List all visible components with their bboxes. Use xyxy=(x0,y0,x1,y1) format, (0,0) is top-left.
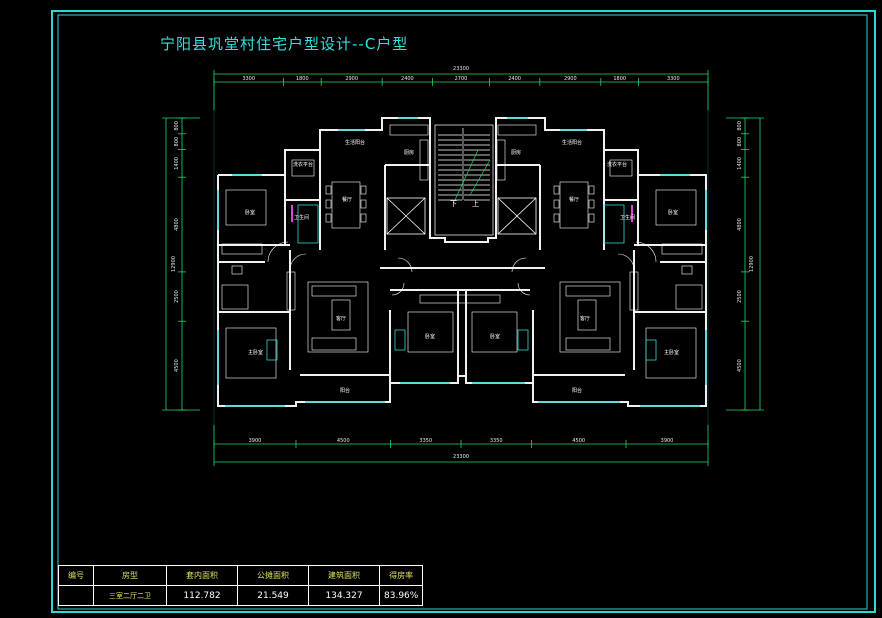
area-table-value-row: 三室二厅二卫 112.782 21.549 134.327 83.96% xyxy=(58,585,424,606)
dim-left-label-2: 1400 xyxy=(174,157,180,170)
dim-right-label-4: 2500 xyxy=(737,290,743,303)
dim-top-label-3: 2400 xyxy=(401,76,414,82)
elevator-shafts xyxy=(386,197,537,235)
windows xyxy=(217,117,707,407)
dim-top-label-6: 2900 xyxy=(564,76,577,82)
dim-right-total: 12900 xyxy=(749,256,755,272)
dim-top-label-1: 1800 xyxy=(296,76,309,82)
room-dining-right: 餐厅 xyxy=(569,196,579,203)
dim-top-label-0: 3300 xyxy=(242,76,255,82)
room-terrace-left: 阳台 xyxy=(340,387,350,394)
drawing-title: 宁阳县巩堂村住宅户型设计--C户型 xyxy=(160,35,409,53)
bath-partitions xyxy=(291,205,633,222)
cell-type: 三室二厅二卫 xyxy=(93,585,167,606)
dim-left-label-1: 800 xyxy=(174,137,180,147)
dim-left-label-5: 4500 xyxy=(174,359,180,372)
dim-bottom-label-1: 4500 xyxy=(337,438,350,444)
room-kitchen-left: 厨房 xyxy=(404,149,414,156)
room-kitchen-right: 厨房 xyxy=(511,149,521,156)
dim-right-label-0: 800 xyxy=(737,121,743,131)
cell-building-area: 134.327 xyxy=(308,585,380,606)
dim-right-label-3: 4800 xyxy=(737,218,743,231)
dim-left-total: 12900 xyxy=(171,256,177,272)
col-header-type: 房型 xyxy=(93,565,167,586)
room-dining-left: 餐厅 xyxy=(342,196,352,203)
dim-top-total: 23300 xyxy=(453,66,469,72)
dim-bottom-label-0: 3900 xyxy=(249,438,262,444)
dim-bottom-label-5: 3900 xyxy=(661,438,674,444)
dim-bottom-label-4: 4500 xyxy=(572,438,585,444)
area-table-header-row: 编号 房型 套内面积 公摊面积 建筑面积 得房率 xyxy=(58,565,424,586)
room-bedroom-right: 卧室 xyxy=(668,209,678,216)
dim-right-label-5: 4500 xyxy=(737,359,743,372)
fixture-accents xyxy=(266,204,657,361)
drawing-border-inner xyxy=(57,14,868,610)
dim-left-label-3: 4800 xyxy=(174,218,180,231)
room-balcony-left: 生活阳台 xyxy=(345,139,365,146)
dim-bottom-label-3: 3350 xyxy=(490,438,503,444)
dim-bottom-total: 23300 xyxy=(453,454,469,460)
axis-lines xyxy=(213,90,709,430)
room-study-right: 卧室 xyxy=(490,333,500,340)
building-walls xyxy=(217,117,707,407)
dim-bottom-label-2: 3350 xyxy=(419,438,432,444)
cell-ratio: 83.96% xyxy=(378,585,424,606)
door-swings xyxy=(267,241,657,296)
room-living-right: 客厅 xyxy=(580,315,590,322)
cell-shared-area: 21.549 xyxy=(237,585,309,606)
stairwell xyxy=(434,124,494,236)
col-header-inner-area: 套内面积 xyxy=(166,565,238,586)
right-dimensions xyxy=(726,117,764,411)
dim-left-label-0: 800 xyxy=(174,121,180,131)
cell-inner-area: 112.782 xyxy=(166,585,238,606)
room-terrace-right: 阳台 xyxy=(572,387,582,394)
area-table: 编号 房型 套内面积 公摊面积 建筑面积 得房率 三室二厅二卫 112.782 … xyxy=(58,565,424,606)
room-labels: 生活阳台 生活阳台 厨房 厨房 洗衣平台 洗衣平台 餐厅 餐厅 卫生间 卫生间 … xyxy=(245,139,679,394)
room-bath-right: 卫生间 xyxy=(620,214,635,221)
col-header-ratio: 得房率 xyxy=(378,565,424,586)
dim-top-label-5: 2400 xyxy=(508,76,521,82)
dim-top-label-2: 2900 xyxy=(345,76,358,82)
dim-right-label-2: 1400 xyxy=(737,157,743,170)
stair-down-label: 下 xyxy=(450,200,457,208)
col-header-building-area: 建筑面积 xyxy=(308,565,380,586)
col-header-shared-area: 公摊面积 xyxy=(237,565,309,586)
left-dimensions xyxy=(162,117,200,411)
dim-top-label-8: 3300 xyxy=(667,76,680,82)
cell-id xyxy=(58,585,94,606)
room-laundry-right: 洗衣平台 xyxy=(607,161,627,168)
room-bedroom-left: 卧室 xyxy=(245,209,255,216)
room-study-left: 卧室 xyxy=(425,333,435,340)
dim-top-label-7: 1800 xyxy=(613,76,626,82)
top-dimensions xyxy=(213,70,709,110)
room-living-left: 客厅 xyxy=(336,315,346,322)
drawing-border-outer xyxy=(51,10,876,613)
dim-left-label-4: 2500 xyxy=(174,290,180,303)
room-master-right: 主卧室 xyxy=(664,349,679,356)
stair-up-label: 上 xyxy=(472,199,479,208)
room-balcony-right: 生活阳台 xyxy=(562,139,582,146)
room-bath-left: 卫生间 xyxy=(294,214,309,221)
dim-top-label-4: 2700 xyxy=(455,76,468,82)
dim-right-label-1: 800 xyxy=(737,137,743,147)
room-master-left: 主卧室 xyxy=(248,349,263,356)
room-laundry-left: 洗衣平台 xyxy=(293,161,313,168)
col-header-id: 编号 xyxy=(58,565,94,586)
